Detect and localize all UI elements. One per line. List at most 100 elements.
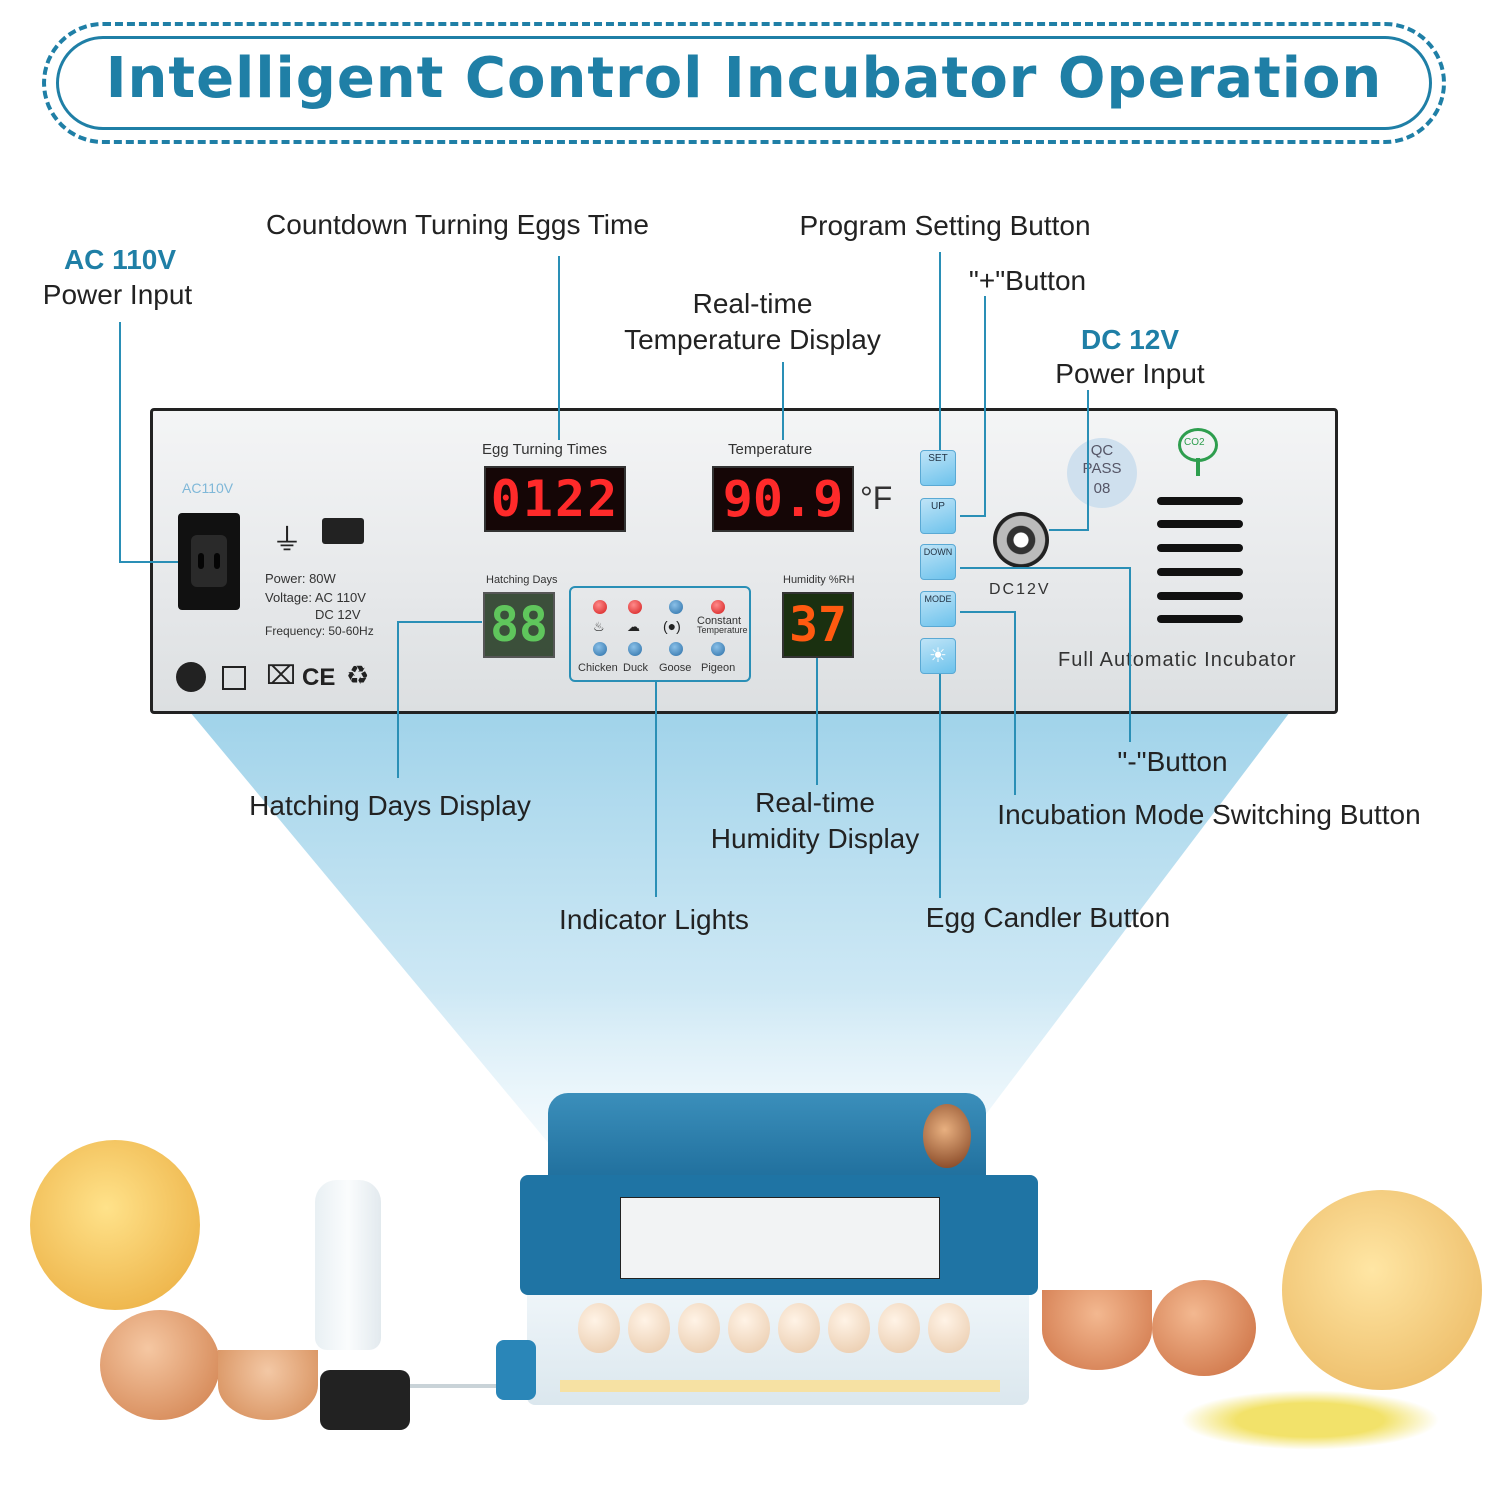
- egg-turning-display: 0122: [484, 466, 626, 532]
- ac-port-label: AC110V: [182, 480, 234, 496]
- qc-line2: PASS: [1082, 460, 1122, 477]
- temp-label-line1: Real-time: [692, 288, 813, 319]
- up-button[interactable]: UP: [920, 498, 956, 534]
- eggshell-left: [100, 1310, 220, 1420]
- qc-pass-badge: QC PASS 08: [1067, 438, 1137, 508]
- banner-title: Intelligent Control Incubator Operation: [105, 46, 1383, 111]
- plug-icon: ⏚: [272, 524, 302, 557]
- egg: [728, 1303, 770, 1353]
- dc-power-jack[interactable]: [993, 512, 1049, 568]
- qc-line3: 08: [1093, 480, 1111, 497]
- egg: [578, 1303, 620, 1353]
- egg-turning-label: Egg Turning Times: [482, 441, 608, 458]
- dc-input-title: DC 12V: [1080, 324, 1180, 355]
- hatching-label: Hatching Days Display: [249, 790, 531, 821]
- chicken-indicator-light: [593, 642, 607, 656]
- vent-slot: [1157, 615, 1243, 623]
- countdown-label: Countdown Turning Eggs Time: [266, 209, 649, 240]
- turning-indicator-light: [669, 600, 683, 614]
- set-button[interactable]: SET: [920, 450, 956, 486]
- constant-temperature-light: [711, 600, 725, 614]
- battery-icon: [322, 518, 364, 544]
- hatching-days-label: Hatching Days: [486, 574, 558, 586]
- humidifying-indicator-light: [628, 600, 642, 614]
- species-goose: Goose: [659, 662, 692, 674]
- co2-tree-icon: CO2: [1176, 428, 1220, 478]
- candler-label: Egg Candler Button: [925, 902, 1171, 933]
- indicator-label: Indicator Lights: [559, 904, 749, 935]
- temperature-label: Temperature: [728, 441, 813, 458]
- humidity-label-line2: Humidity Display: [710, 823, 920, 854]
- constant-label: Constant: [697, 615, 742, 627]
- indicator-lights-box: ♨ ☁ (●) Constant Temperature Chicken Duc…: [569, 586, 751, 682]
- humidity-label: Humidity %RH: [783, 574, 855, 586]
- double-insulation-icon: [222, 666, 246, 690]
- brand-label: Full Automatic Incubator: [1058, 649, 1297, 671]
- egg: [928, 1303, 970, 1353]
- egg: [828, 1303, 870, 1353]
- ce-mark-icon: CE: [302, 664, 336, 691]
- dc-input-subtitle: Power Input: [1055, 358, 1205, 389]
- program-label: Program Setting Button: [799, 210, 1091, 241]
- heating-indicator-light: [593, 600, 607, 614]
- spec-voltage-dc: DC 12V: [315, 607, 361, 622]
- temp-label-line2: Temperature Display: [624, 324, 881, 355]
- tray-rail: [560, 1380, 1000, 1392]
- eggshell-right-2: [1152, 1280, 1256, 1376]
- qc-line1: QC: [1090, 442, 1114, 459]
- vent-slot: [1157, 568, 1243, 576]
- vent-slot: [1157, 497, 1243, 505]
- banner-outer-border: [42, 22, 1446, 144]
- spec-power: Power: 80W: [265, 571, 336, 586]
- egg: [878, 1303, 920, 1353]
- eggshell-right-1: [1042, 1290, 1152, 1370]
- species-pigeon: Pigeon: [701, 662, 736, 674]
- co2-text: CO2: [1184, 437, 1205, 448]
- banner-inner-border: [56, 36, 1432, 130]
- flame-icon: ♨: [593, 619, 605, 634]
- species-duck: Duck: [623, 662, 649, 674]
- water-base: [320, 1370, 410, 1430]
- vent-slot: [1157, 544, 1243, 552]
- incubator-lid: [548, 1093, 986, 1183]
- goose-indicator-light: [669, 642, 683, 656]
- water-inlet: [496, 1340, 536, 1400]
- recycle-icon: ♻: [346, 660, 370, 690]
- pigeon-indicator-light: [711, 642, 725, 656]
- mode-label: Incubation Mode Switching Button: [997, 799, 1421, 830]
- ac-input-subtitle: Power Input: [42, 279, 193, 310]
- humidity-display: 37: [782, 592, 854, 658]
- water-tube: [410, 1384, 504, 1388]
- chick-right: [1282, 1190, 1482, 1390]
- vent-slot: [1157, 592, 1243, 600]
- ac-power-socket[interactable]: [178, 513, 240, 610]
- hatching-days-display: 88: [483, 592, 555, 658]
- duck-indicator-light: [628, 642, 642, 656]
- temperature-unit: °F: [860, 480, 893, 516]
- down-button[interactable]: DOWN: [920, 544, 956, 580]
- water-bottle: [315, 1180, 381, 1350]
- spec-voltage: Voltage: AC 110V: [265, 590, 366, 605]
- temperature-indicator-label: Temperature: [697, 625, 748, 635]
- minus-label: "-"Button: [1117, 746, 1228, 777]
- eggshell-half: [218, 1350, 318, 1420]
- humidity-label-line1: Real-time: [755, 787, 875, 818]
- spec-frequency: Frequency: 50-60Hz: [265, 624, 374, 638]
- humidity-cloud-icon: ☁: [627, 619, 640, 634]
- turning-egg-icon: (●): [663, 618, 681, 634]
- vent-slot: [1157, 520, 1243, 528]
- mini-control-panel: [620, 1197, 940, 1279]
- chick-feed: [1180, 1390, 1440, 1450]
- light-icon: ☀: [929, 645, 947, 667]
- candled-egg: [923, 1104, 971, 1168]
- mode-button[interactable]: MODE: [920, 591, 956, 627]
- temperature-display: 90.9: [712, 466, 854, 532]
- dc-port-label: DC12V: [989, 581, 1051, 598]
- ac-input-title: AC 110V: [63, 244, 177, 275]
- egg: [778, 1303, 820, 1353]
- egg: [628, 1303, 670, 1353]
- weee-bin-icon: ⌧: [266, 660, 296, 690]
- candler-button[interactable]: ☀: [920, 638, 956, 674]
